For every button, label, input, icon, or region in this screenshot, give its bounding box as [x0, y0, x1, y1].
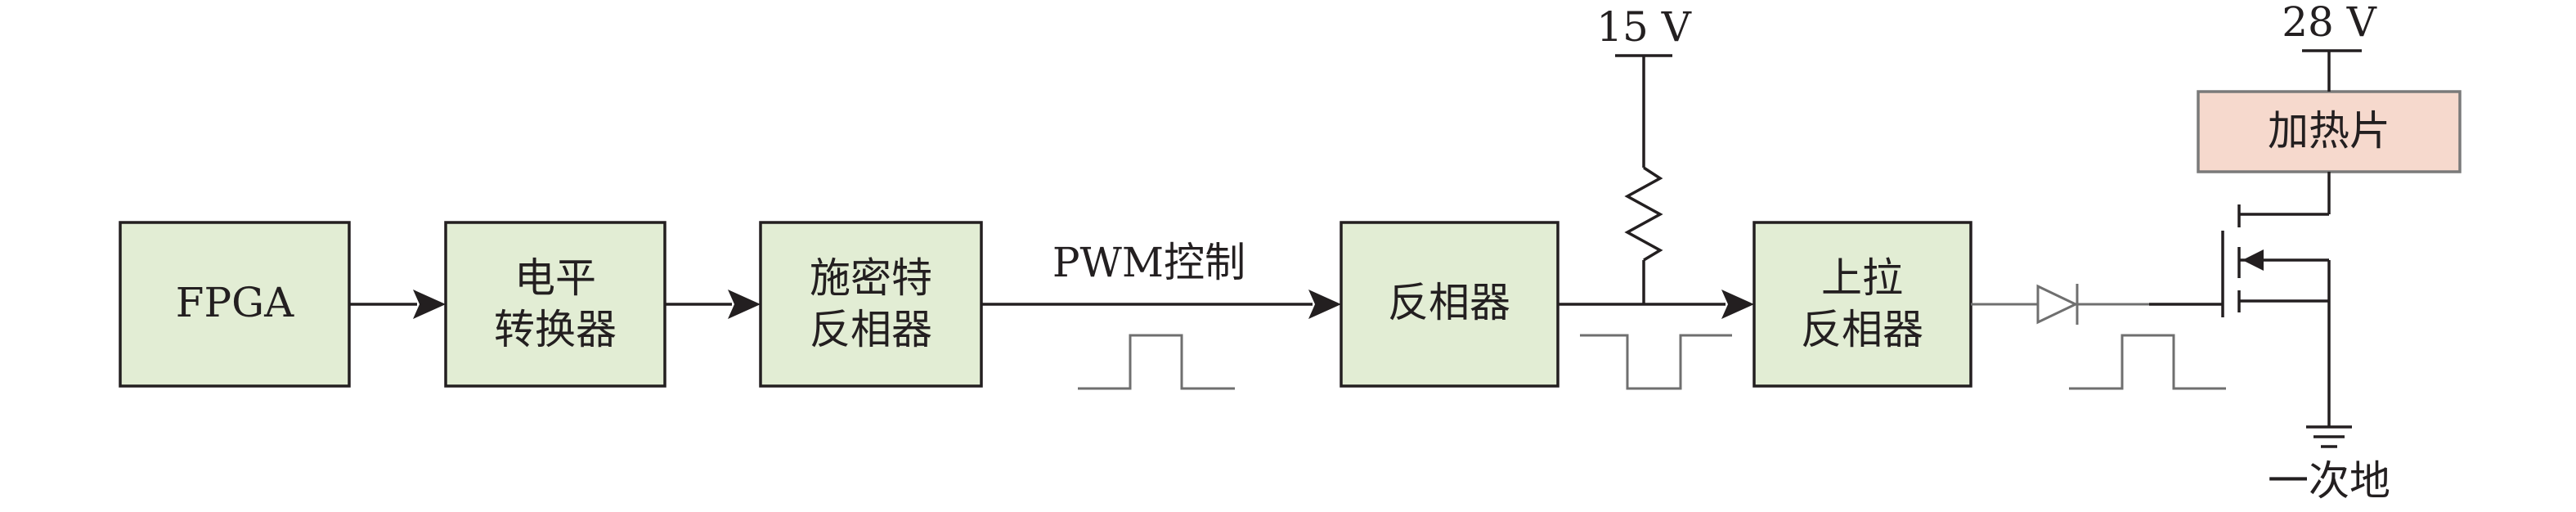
- pwm-waveform-positive: [1078, 334, 1235, 390]
- fpga-block: FPGA: [119, 221, 351, 388]
- gate-drive-waveform: [2069, 334, 2226, 390]
- arrow-head: [413, 290, 446, 319]
- arrow-head: [728, 290, 761, 319]
- ground-label: 一次地: [2268, 457, 2390, 505]
- pullup-label-line2: 反相器: [1801, 306, 1923, 353]
- wire-inverter-to-pullup: [1558, 290, 1754, 319]
- fpga-label: FPGA: [176, 279, 294, 326]
- pullup-resistor-15v: [1615, 54, 1672, 304]
- ground-icon: [2306, 425, 2352, 448]
- level-shifter-block: 电平 转换器: [444, 221, 666, 388]
- wire-level-shifter-to-schmitt: [665, 290, 761, 319]
- mosfet-icon: [2149, 172, 2331, 427]
- schmitt-label-line1: 施密特: [810, 254, 932, 302]
- arrow-head: [2242, 249, 2264, 271]
- pullup-label-line1: 上拉: [1821, 254, 1903, 302]
- heater-block: 加热片: [2197, 90, 2462, 173]
- inverter-label: 反相器: [1388, 279, 1510, 326]
- diode: [1971, 284, 2149, 325]
- schmitt-label-line2: 反相器: [810, 306, 932, 353]
- schmitt-inverter-block: 施密特 反相器: [759, 221, 983, 388]
- diode-icon: [2036, 284, 2079, 325]
- wire-schmitt-to-inverter: [981, 290, 1341, 319]
- supply-28v: [2302, 49, 2362, 92]
- inverter-block: 反相器: [1340, 221, 1560, 388]
- supply-15v-label: 15 V: [1596, 3, 1692, 51]
- arrow-head: [1308, 290, 1341, 319]
- pwm-waveform-inverted: [1580, 334, 1732, 390]
- resistor-icon: [1624, 166, 1663, 262]
- pwm-control-label: PWM控制: [1052, 239, 1245, 286]
- arrow-head: [1721, 290, 1754, 319]
- pullup-inverter-block: 上拉 反相器: [1752, 221, 1972, 388]
- wire-fpga-to-level-shifter: [349, 290, 446, 319]
- supply-28v-label: 28 V: [2282, 0, 2377, 46]
- level-shifter-label-line2: 转换器: [494, 306, 617, 353]
- level-shifter-label-line1: 电平: [514, 254, 596, 302]
- heater-label: 加热片: [2268, 107, 2390, 155]
